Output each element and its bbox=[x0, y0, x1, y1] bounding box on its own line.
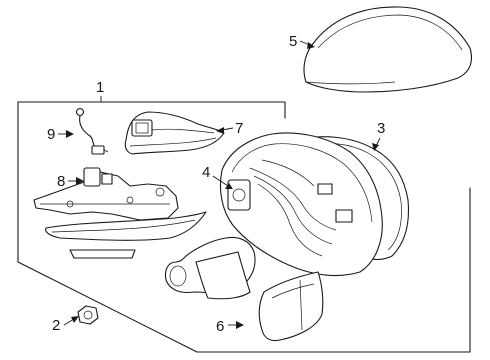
callout-5: 5 bbox=[289, 33, 315, 50]
callout-3: 3 bbox=[372, 120, 385, 151]
callout-9: 9 bbox=[47, 126, 74, 143]
turn-signal-lamp-part-7 bbox=[124, 111, 225, 155]
callout-7: 7 bbox=[216, 120, 243, 137]
nut-part-2 bbox=[77, 305, 99, 325]
callout-6-label: 6 bbox=[216, 318, 224, 335]
callout-3-label: 3 bbox=[377, 120, 385, 137]
callout-1-label: 1 bbox=[96, 79, 104, 96]
callout-7-label: 7 bbox=[235, 120, 243, 137]
callout-5-label: 5 bbox=[289, 33, 297, 50]
lower-cover-part-6 bbox=[258, 271, 324, 342]
mirror-base bbox=[164, 236, 256, 300]
callout-6: 6 bbox=[216, 318, 244, 335]
assembly-boundary bbox=[17, 101, 471, 353]
callout-8-label: 8 bbox=[57, 173, 65, 190]
callout-8: 8 bbox=[57, 173, 84, 190]
callout-1: 1 bbox=[96, 79, 104, 102]
mirror-body-part-4 bbox=[219, 132, 383, 276]
wire-harness-part-9 bbox=[75, 107, 109, 155]
callout-4: 4 bbox=[202, 164, 233, 189]
callout-2-label: 2 bbox=[52, 317, 60, 334]
callout-4-label: 4 bbox=[202, 164, 210, 181]
callout-2: 2 bbox=[52, 316, 79, 334]
mirror-bracket-part-8 bbox=[33, 167, 179, 221]
callout-9-label: 9 bbox=[47, 126, 55, 143]
mirror-cover-part-5 bbox=[303, 6, 473, 93]
lower-trim-strip bbox=[45, 211, 207, 259]
